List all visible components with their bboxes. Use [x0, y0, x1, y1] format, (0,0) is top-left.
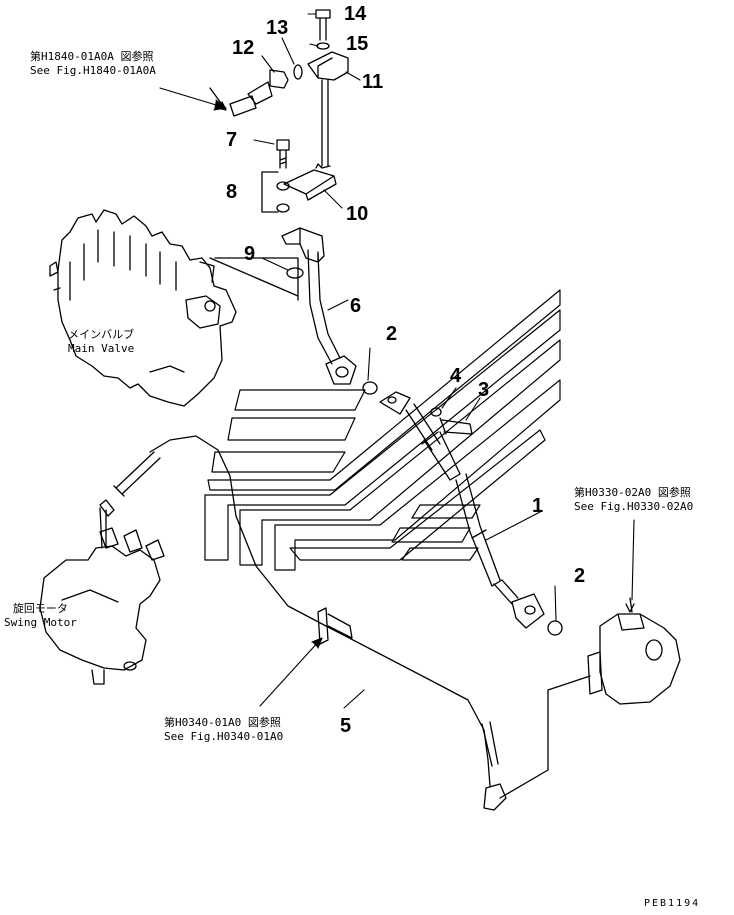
part-number-1: 1	[532, 495, 544, 517]
part-number-10: 10	[346, 203, 369, 225]
main-valve-label: メインバルブ Main Valve	[68, 328, 134, 356]
part-number-9: 9	[244, 243, 256, 265]
swing-motor-jp: 旋回モータ	[12, 602, 68, 615]
hose-1-drawing	[362, 381, 563, 636]
ref-label-h0340: 第H0340-01A0 図参照 See Fig.H0340-01A0	[164, 716, 283, 744]
part-number-3: 3	[478, 379, 490, 401]
ref-h0330-jp: 第H0330-02A0 図参照	[574, 486, 691, 499]
main-valve-jp: メインバルブ	[68, 328, 135, 341]
part-number-8: 8	[226, 181, 238, 203]
main-valve-en: Main Valve	[68, 341, 135, 355]
pipe-6-drawing	[281, 227, 357, 385]
ref-label-h1840: 第H1840-01A0A 図参照 See Fig.H1840-01A0A	[30, 50, 156, 78]
ref-h0330-en: See Fig.H0330-02A0	[574, 499, 694, 513]
swing-motor-label: 旋回モータ Swing Motor	[4, 602, 77, 630]
part-number-6: 6	[350, 295, 362, 317]
swing-motor-en: Swing Motor	[4, 615, 77, 629]
hose-5-drawing	[113, 435, 591, 811]
part-number-7: 7	[226, 129, 238, 151]
part-number-2-upper: 2	[386, 323, 398, 345]
part-number-5: 5	[340, 715, 352, 737]
part-number-13: 13	[266, 17, 289, 39]
part-number-4: 4	[450, 365, 462, 387]
bracket-10-drawing	[261, 139, 337, 213]
part-number-14: 14	[344, 3, 367, 25]
part-number-12: 12	[232, 37, 255, 59]
swing-motor-drawing	[39, 499, 165, 685]
part-number-15: 15	[346, 33, 369, 55]
ref-h1840-en: See Fig.H1840-01A0A	[30, 63, 156, 77]
main-valve-drawing	[49, 209, 299, 407]
ref-h1840-jp: 第H1840-01A0A 図参照	[30, 50, 154, 63]
ref-label-h0330: 第H0330-02A0 図参照 See Fig.H0330-02A0	[574, 486, 693, 514]
swivel-joint-drawing	[587, 597, 681, 705]
watermark-logo	[204, 289, 561, 571]
ref-h0340-en: See Fig.H0340-01A0	[164, 729, 284, 743]
leader-lines	[159, 13, 635, 709]
part-number-11: 11	[362, 71, 384, 93]
ref-h0340-jp: 第H0340-01A0 図参照	[164, 716, 281, 729]
part-number-2-lower: 2	[574, 565, 586, 587]
drawing-code: PEB1194	[644, 898, 701, 909]
